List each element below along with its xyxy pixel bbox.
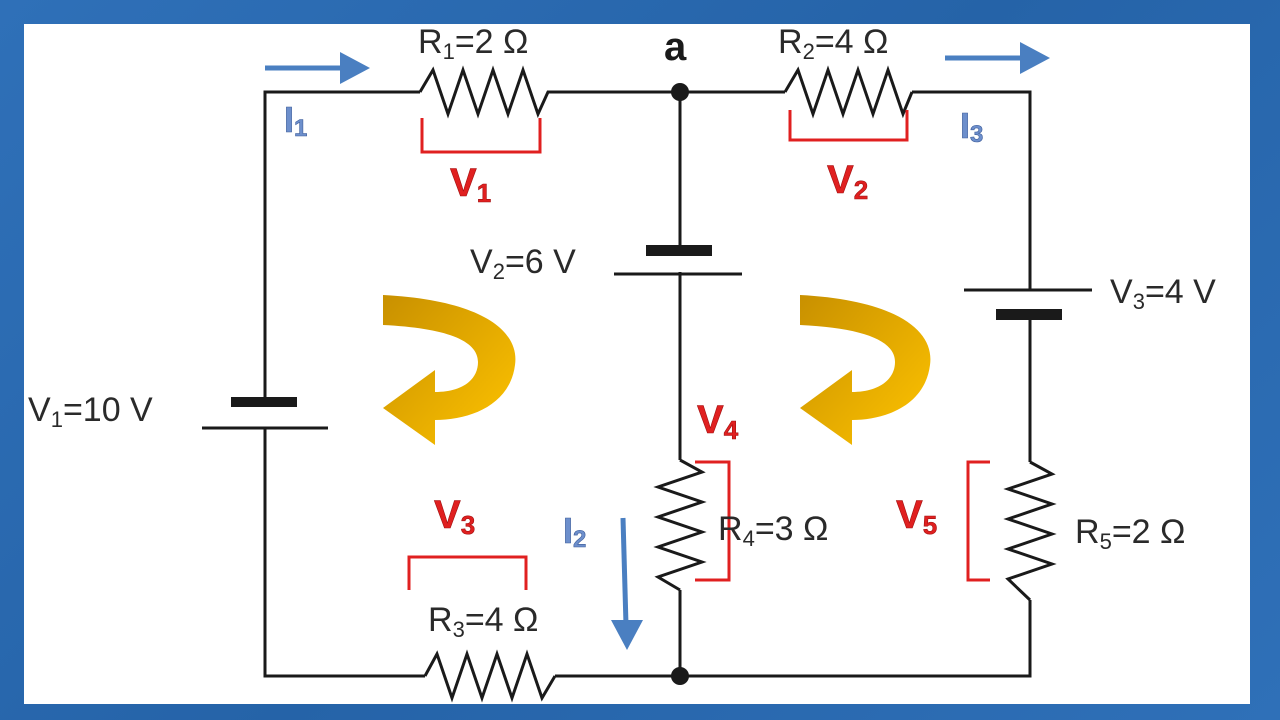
- current-label-i1: I1: [284, 99, 307, 142]
- label-battery-v2: V2=6 V: [470, 243, 576, 284]
- label-battery-v1: V1=10 V: [28, 391, 153, 432]
- resistor-r5-symbol: [1003, 460, 1057, 602]
- voltage-drop-v3: V3: [434, 493, 475, 540]
- voltage-drop-v2: V2: [827, 158, 868, 205]
- voltage-drop-v1: V1: [450, 161, 491, 208]
- bracket-v5: [966, 460, 990, 582]
- label-battery-v3: V3=4 V: [1110, 273, 1216, 314]
- label-r3: R3=4 Ω: [428, 601, 538, 642]
- label-r5: R5=2 Ω: [1075, 513, 1185, 554]
- resistor-r2-symbol: [783, 65, 914, 119]
- voltage-drop-v5: V5: [896, 493, 937, 540]
- battery-v2-symbol: [614, 245, 742, 276]
- current-arrowhead-i2: [611, 620, 643, 650]
- resistor-r4-symbol: [653, 458, 707, 592]
- current-arrowhead-i3: [1020, 42, 1050, 74]
- current-label-i2: I2: [563, 510, 586, 553]
- diagram-panel: [24, 24, 1250, 704]
- resistor-r3-symbol: [423, 649, 557, 703]
- label-r4: R4=3 Ω: [718, 510, 828, 551]
- loop-arrow-right: [800, 295, 931, 445]
- node-top: [671, 83, 689, 101]
- battery-v1-symbol: [202, 397, 328, 430]
- voltage-drop-v4: V4: [697, 398, 739, 445]
- loop-arrow-left: [383, 295, 516, 445]
- bracket-v3: [407, 555, 528, 590]
- battery-v3-symbol: [964, 288, 1092, 320]
- label-r2: R2=4 Ω: [778, 23, 888, 64]
- label-r1: R1=2 Ω: [418, 23, 528, 64]
- current-label-i3: I3: [960, 105, 983, 148]
- node-label-a: a: [664, 25, 687, 69]
- current-arrow-i2: [620, 517, 629, 626]
- bracket-v2: [788, 110, 909, 142]
- resistor-r1-symbol: [418, 65, 558, 119]
- node-bottom: [671, 667, 689, 685]
- bracket-v1: [420, 118, 542, 154]
- bracket-v4: [695, 460, 731, 582]
- current-arrowhead-i1: [340, 52, 370, 84]
- circuit-wires: [263, 90, 1032, 678]
